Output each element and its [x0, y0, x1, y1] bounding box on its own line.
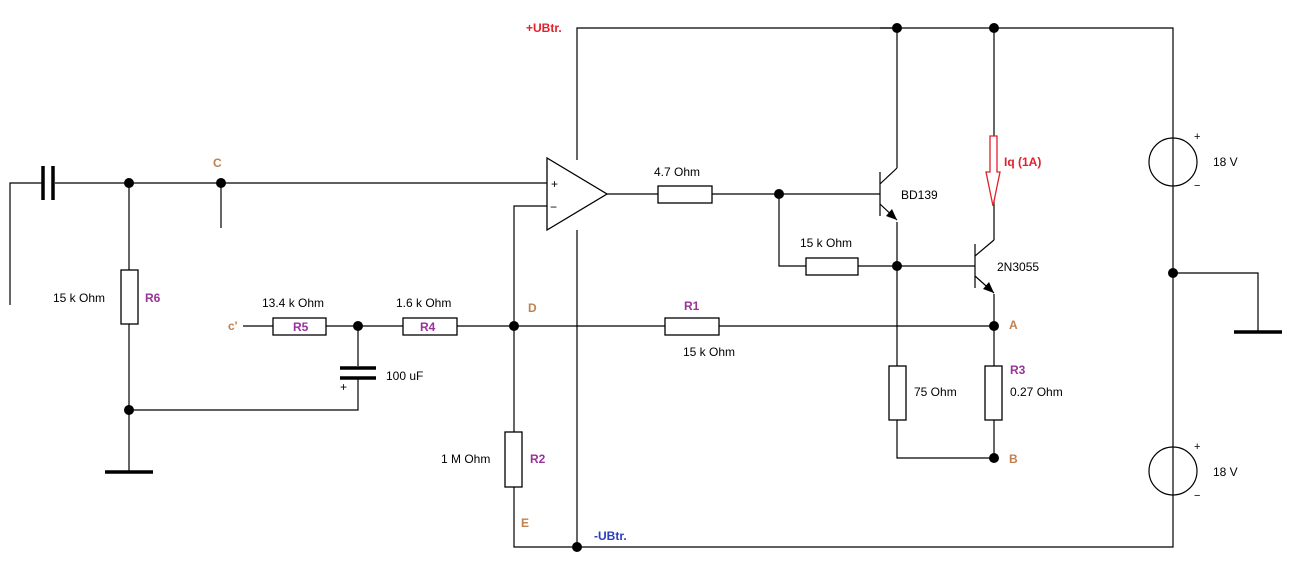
- voltage-source-top: [1148, 137, 1198, 187]
- junction-dot: [989, 321, 999, 331]
- opamp-noninverting-label: +: [551, 177, 558, 191]
- base-series-value: 4.7 Ohm: [654, 165, 700, 179]
- driver-emitter-value: 75 Ohm: [914, 385, 957, 399]
- resistor-r3: [984, 365, 1003, 421]
- source-bottom-minus: −: [1194, 490, 1200, 502]
- source-top-minus: −: [1194, 180, 1200, 192]
- bd139-collector-wire: [880, 27, 898, 168]
- resistor-r5: [272, 317, 327, 336]
- junction-dot: [989, 23, 999, 33]
- r5-ref: R5: [293, 320, 309, 334]
- top-rail-wire: [576, 27, 1174, 160]
- capacitor-polarity: +: [340, 380, 347, 394]
- labels: +UBtr. -UBtr. C c' D E A B 15 k Ohm R6 1…: [53, 21, 1238, 543]
- inverting-bottom-wire: [513, 205, 1174, 548]
- wires: [9, 27, 1259, 548]
- junction-dot: [216, 178, 226, 188]
- r2-value: 1 M Ohm: [441, 452, 490, 466]
- junction-dot: [353, 321, 363, 331]
- current-label: Iq (1A): [1004, 155, 1041, 169]
- source-top-plus: +: [1194, 131, 1200, 143]
- source-top-value: 18 V: [1213, 155, 1238, 169]
- node-label-b: B: [1009, 452, 1018, 466]
- resistor-bias: [805, 257, 859, 276]
- r3-ref: R3: [1010, 363, 1026, 377]
- transistor-collector-lead: [879, 167, 898, 185]
- r2-ref: R2: [530, 452, 546, 466]
- capacitor-value: 100 uF: [386, 369, 423, 383]
- negative-rail-label: -UBtr.: [594, 529, 627, 543]
- r5-value: 13.4 k Ohm: [262, 296, 324, 310]
- r3-value: 0.27 Ohm: [1010, 385, 1063, 399]
- r1-value: 15 k Ohm: [683, 345, 735, 359]
- junction-dot: [989, 453, 999, 463]
- resistor-r2: [504, 431, 523, 488]
- junction-dot: [1168, 268, 1178, 278]
- junction-dot: [509, 321, 519, 331]
- bias-wire: [778, 194, 975, 267]
- r6-value: 15 k Ohm: [53, 291, 105, 305]
- junction-dot: [774, 189, 784, 199]
- source-bottom-plus: +: [1194, 441, 1200, 453]
- r4-value: 1.6 k Ohm: [396, 296, 451, 310]
- voltage-source-bottom: [1148, 446, 1198, 496]
- opamp-inverting-label: −: [550, 200, 557, 214]
- capacitor-100uf: +: [340, 366, 376, 394]
- opamp: + −: [546, 156, 609, 232]
- r4-ref: R4: [420, 320, 436, 334]
- source-bottom-value: 18 V: [1213, 465, 1238, 479]
- input-lead-wire: [9, 182, 40, 305]
- resistor-r4: [402, 317, 458, 336]
- positive-rail-label: +UBtr.: [526, 21, 562, 35]
- emitter-arrow-icon: [983, 282, 994, 293]
- r6-branch-wire: [128, 183, 359, 472]
- resistor-driver-emitter: [888, 365, 907, 421]
- r1-ref: R1: [684, 299, 700, 313]
- transistor-2n3055: [974, 239, 995, 294]
- junction-dot: [124, 405, 134, 415]
- transistor-bd139: [879, 167, 898, 221]
- resistor-r1: [664, 317, 720, 336]
- transistor-collector-lead: [974, 239, 995, 257]
- junction-dot: [572, 542, 582, 552]
- node-label-a: A: [1009, 318, 1018, 332]
- input-capacitor: [40, 166, 55, 200]
- junction-dot: [892, 261, 902, 271]
- current-arrow-icon: [985, 135, 1001, 207]
- junction-dot: [124, 178, 134, 188]
- junction-dot: [892, 23, 902, 33]
- resistor-r6: [120, 269, 139, 325]
- emitter-arrow-icon: [886, 209, 897, 220]
- junctions: [124, 23, 1178, 552]
- bd139-emitter-wire: [896, 222, 994, 459]
- ground-return-wire: [1173, 272, 1259, 332]
- bd139-label: BD139: [901, 188, 938, 202]
- 2n3055-label: 2N3055: [997, 260, 1039, 274]
- resistor-base-series: [657, 185, 713, 204]
- node-label-c-prime: c': [228, 319, 238, 333]
- opamp-triangle: [546, 156, 609, 232]
- node-label-d: D: [528, 301, 537, 315]
- node-label-c: C: [213, 156, 222, 170]
- r6-ref: R6: [145, 291, 161, 305]
- bias-value: 15 k Ohm: [800, 236, 852, 250]
- node-label-e: E: [521, 516, 529, 530]
